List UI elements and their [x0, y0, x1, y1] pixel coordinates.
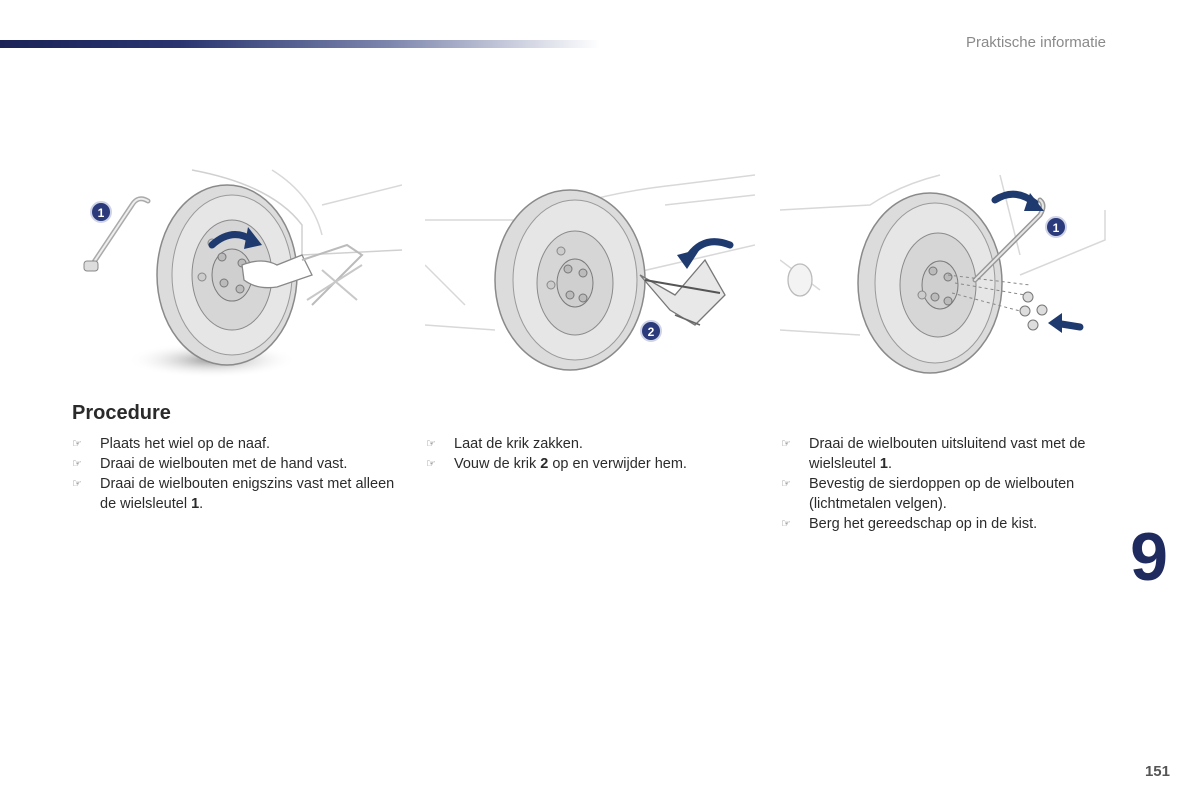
illustration-place-wheel: 1: [72, 165, 402, 380]
callout-label: 2: [648, 325, 655, 339]
step-text: Draai de wielbouten uitsluitend vast met…: [809, 436, 1086, 472]
procedure-step: ☞ Draai de wielbouten met de hand vast.: [72, 454, 402, 474]
chapter-number: 9: [1130, 519, 1168, 595]
procedure-step: ☞ Vouw de krik 2 op en verwijder hem.: [426, 454, 756, 474]
callout-reference: 1: [191, 496, 200, 512]
step-text-end: op en verwijder hem.: [548, 456, 687, 472]
pointing-hand-icon: ☞: [72, 457, 82, 470]
step-text: Bevestig de sierdoppen op de wielbouten …: [809, 476, 1075, 512]
procedure-step: ☞ Berg het gereedschap op in de kist.: [781, 514, 1111, 534]
pointing-hand-icon: ☞: [426, 457, 436, 470]
page-number: 151: [1144, 763, 1170, 780]
step-text: Draai de wielbouten enigszins vast met a…: [100, 476, 395, 512]
step-text-end: .: [888, 456, 893, 472]
illustration-tighten-bolts: 1: [780, 165, 1110, 380]
pointing-hand-icon: ☞: [781, 437, 791, 450]
pointing-hand-icon: ☞: [781, 517, 791, 530]
procedure-step: ☞ Laat de krik zakken.: [426, 434, 756, 454]
pointing-hand-icon: ☞: [426, 437, 436, 450]
procedure-step: ☞ Draai de wielbouten enigszins vast met …: [72, 474, 402, 514]
step-text: Laat de krik zakken.: [454, 436, 583, 452]
step-text: Plaats het wiel op de naaf.: [100, 436, 271, 452]
procedure-column-3: ☞ Draai de wielbouten uitsluitend vast me…: [781, 434, 1111, 534]
callout-marker-1: [90, 201, 112, 223]
step-text-end: .: [199, 496, 204, 512]
illustration-lower-jack: 2: [425, 165, 755, 380]
procedure-step: ☞ Draai de wielbouten uitsluitend vast me…: [781, 434, 1111, 474]
callout-label: 1: [98, 206, 105, 220]
procedure-step: ☞ Plaats het wiel op de naaf.: [72, 434, 402, 454]
section-title: Praktische informatie: [965, 34, 1106, 51]
step-text: Draai de wielbouten met de hand vast.: [100, 456, 348, 472]
header-accent-bar: [0, 40, 600, 48]
callout-label: 1: [1053, 221, 1060, 235]
procedure-step: ☞ Bevestig de sierdoppen op de wielbouten…: [781, 474, 1111, 514]
callout-marker-2: [640, 320, 662, 342]
procedure-column-2: ☞ Laat de krik zakken. ☞ Vouw de krik 2 op …: [426, 434, 756, 474]
pointing-hand-icon: ☞: [781, 477, 791, 490]
step-text: Vouw de krik: [454, 456, 541, 472]
procedure-column-1: ☞ Plaats het wiel op de naaf. ☞ Draai de wi…: [72, 434, 402, 514]
callout-reference: 1: [879, 456, 888, 472]
procedure-heading: Procedure: [72, 402, 171, 424]
callout-marker-1: [1045, 216, 1067, 238]
pointing-hand-icon: ☞: [72, 477, 82, 490]
pointing-hand-icon: ☞: [72, 437, 82, 450]
step-text: Berg het gereedschap op in de kist.: [809, 516, 1038, 532]
callout-reference: 2: [540, 456, 549, 472]
